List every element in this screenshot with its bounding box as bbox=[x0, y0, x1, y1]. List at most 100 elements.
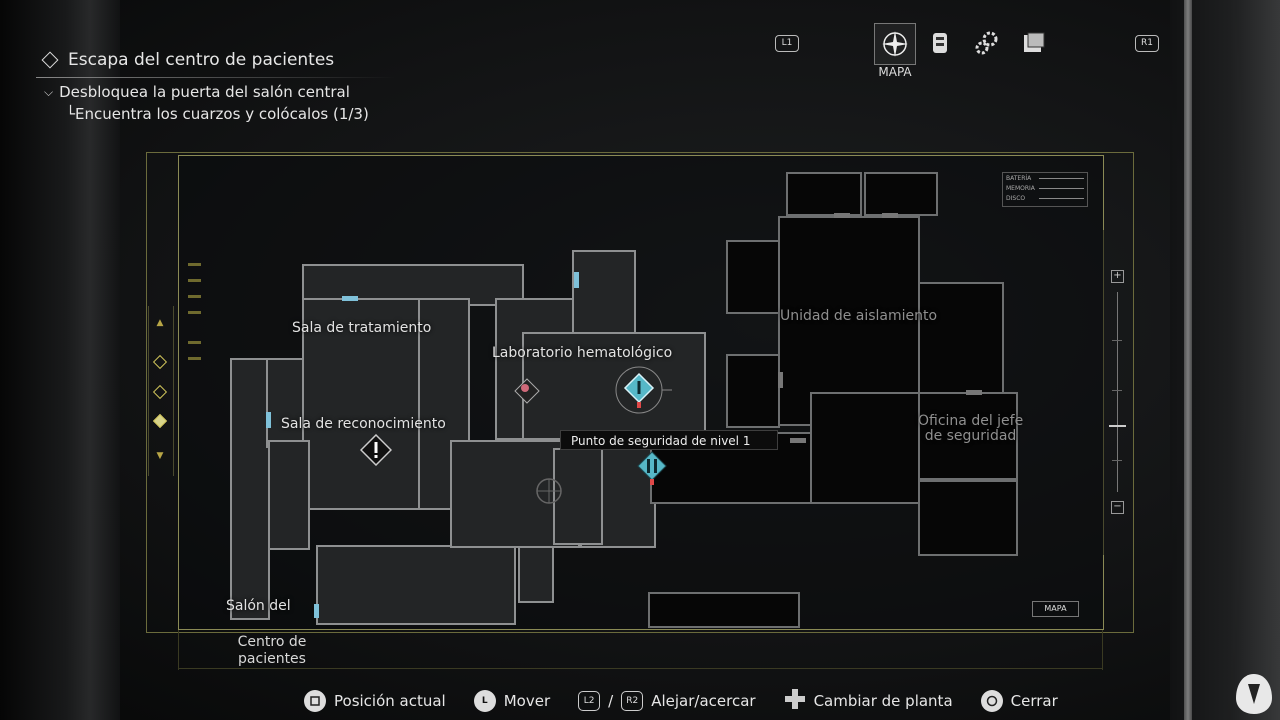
label-security-office-line2: de seguridad bbox=[924, 428, 1017, 444]
l2-button-icon: L2 bbox=[578, 691, 601, 711]
room-examination-west[interactable] bbox=[268, 440, 310, 550]
compass-icon bbox=[882, 31, 908, 57]
hint-separator: / bbox=[608, 692, 614, 710]
status-battery: BATERÍA bbox=[1006, 175, 1032, 182]
security-point-marker-icon[interactable] bbox=[634, 450, 670, 486]
files-icon bbox=[1024, 32, 1045, 52]
door[interactable] bbox=[314, 604, 319, 618]
ruler-tick bbox=[188, 341, 201, 344]
marker-tooltip: Punto de seguridad de nivel 1 bbox=[560, 430, 778, 450]
r1-button[interactable]: R1 bbox=[1135, 35, 1159, 52]
area-name-line1: Centro de bbox=[237, 634, 307, 650]
watermark-logo-icon bbox=[1236, 674, 1272, 714]
status-memory-bar bbox=[1039, 188, 1084, 189]
map-outer-frame bbox=[146, 152, 1134, 633]
floor-up-icon[interactable]: ▲ bbox=[156, 318, 164, 328]
ruler-tick bbox=[188, 263, 201, 266]
objective-task-label: Encuentra los cuarzos y colócalos (1/3) bbox=[75, 105, 369, 123]
ruler-tick bbox=[188, 295, 201, 298]
room-corridor-west[interactable] bbox=[230, 358, 270, 620]
objective-divider bbox=[36, 77, 396, 78]
hint-close[interactable]: Cerrar bbox=[1010, 692, 1058, 710]
chevron-down-icon: ⌵ bbox=[44, 84, 54, 99]
zoom-tick bbox=[1112, 390, 1122, 391]
room-isolation-cell-1[interactable] bbox=[726, 240, 780, 314]
dpad-icon bbox=[784, 688, 806, 714]
hint-current-position[interactable]: Posición actual bbox=[334, 692, 446, 710]
task-branch-icon: └ bbox=[66, 105, 76, 123]
room-hematology[interactable] bbox=[522, 332, 706, 440]
objective-main: Escapa del centro de pacientes bbox=[40, 50, 334, 70]
exclamation-marker-icon[interactable] bbox=[360, 434, 392, 466]
room-hema-north[interactable] bbox=[572, 250, 636, 340]
door[interactable] bbox=[790, 438, 806, 443]
tab-files[interactable] bbox=[1014, 23, 1054, 63]
room-hall-side[interactable] bbox=[518, 545, 554, 603]
device-status: BATERÍA MEMORIA DISCO bbox=[1002, 172, 1088, 207]
frame-baseline bbox=[178, 668, 1102, 669]
area-name: Centro de pacientes bbox=[212, 634, 332, 668]
door[interactable] bbox=[342, 296, 358, 301]
floor-emblem-icon bbox=[536, 478, 562, 504]
gears-icon bbox=[975, 31, 998, 55]
label-isolation: Unidad de aislamiento bbox=[780, 308, 938, 324]
room-lobby-mid[interactable] bbox=[553, 448, 603, 545]
room-security-office-south[interactable] bbox=[918, 480, 1018, 556]
room-isolation-east[interactable] bbox=[918, 282, 1004, 394]
square-button-icon bbox=[304, 690, 326, 712]
door[interactable] bbox=[834, 213, 850, 218]
frame-tick bbox=[178, 630, 179, 670]
tab-map[interactable] bbox=[874, 23, 916, 65]
objective-diamond-icon bbox=[41, 51, 59, 69]
hint-move[interactable]: Mover bbox=[503, 692, 551, 710]
room-isolation-cell-2[interactable] bbox=[726, 354, 780, 428]
left-wall bbox=[0, 0, 120, 720]
tab-gears[interactable] bbox=[967, 23, 1007, 63]
r2-button-icon: R2 bbox=[621, 691, 644, 711]
objective-task: └Encuentra los cuarzos y colócalos (1/3) bbox=[66, 105, 369, 123]
tab-inventory[interactable] bbox=[920, 23, 960, 63]
item-marker-icon[interactable] bbox=[514, 378, 540, 404]
room-north-1[interactable] bbox=[786, 172, 862, 216]
room-north-2[interactable] bbox=[864, 172, 938, 216]
ruler-tick bbox=[188, 279, 201, 282]
zoom-out-icon[interactable]: − bbox=[1111, 501, 1124, 514]
hint-zoom[interactable]: Alejar/acercar bbox=[651, 692, 756, 710]
door[interactable] bbox=[882, 213, 898, 218]
room-east-corridor[interactable] bbox=[810, 392, 920, 504]
objective-sub: ⌵ Desbloquea la puerta del salón central bbox=[44, 83, 350, 101]
control-hints: Posición actual L Mover L2 / R2 Alejar/a… bbox=[304, 688, 1058, 714]
label-security-office: Oficina del jefe de seguridad bbox=[918, 414, 1023, 444]
hint-change-floor[interactable]: Cambiar de planta bbox=[813, 692, 953, 710]
tab-active-label: MAPA bbox=[878, 65, 912, 79]
status-disk: DISCO bbox=[1006, 195, 1026, 202]
room-central-hall[interactable] bbox=[316, 545, 516, 625]
player-position-icon[interactable] bbox=[612, 364, 672, 420]
floor-down-icon[interactable]: ▼ bbox=[156, 451, 164, 461]
door[interactable] bbox=[778, 372, 783, 388]
zoom-track bbox=[1117, 292, 1118, 492]
room-south-stairs[interactable] bbox=[648, 592, 800, 628]
status-memory: MEMORIA bbox=[1006, 185, 1035, 192]
map-badge: MAPA bbox=[1032, 601, 1079, 617]
zoom-slider-handle[interactable] bbox=[1109, 425, 1126, 427]
door[interactable] bbox=[266, 412, 271, 428]
circle-button-icon bbox=[980, 690, 1003, 712]
area-name-line2: pacientes bbox=[238, 651, 306, 667]
status-battery-bar bbox=[1039, 178, 1084, 179]
ruler-tick bbox=[188, 311, 201, 314]
l1-button[interactable]: L1 bbox=[775, 35, 799, 52]
door[interactable] bbox=[966, 390, 982, 395]
inventory-icon bbox=[933, 33, 947, 53]
zoom-panel bbox=[1103, 230, 1132, 555]
label-central-hall: Salón del bbox=[226, 598, 291, 614]
label-security-office-line1: Oficina del jefe bbox=[918, 413, 1024, 429]
floor-selector bbox=[148, 306, 174, 476]
objective-main-label: Escapa del centro de pacientes bbox=[68, 50, 335, 70]
zoom-in-icon[interactable]: + bbox=[1111, 270, 1124, 283]
door[interactable] bbox=[574, 272, 579, 288]
frame-tick bbox=[1102, 630, 1103, 670]
zoom-tick bbox=[1112, 340, 1122, 341]
zoom-tick bbox=[1112, 460, 1122, 461]
label-hematology: Laboratorio hematológico bbox=[492, 345, 673, 361]
